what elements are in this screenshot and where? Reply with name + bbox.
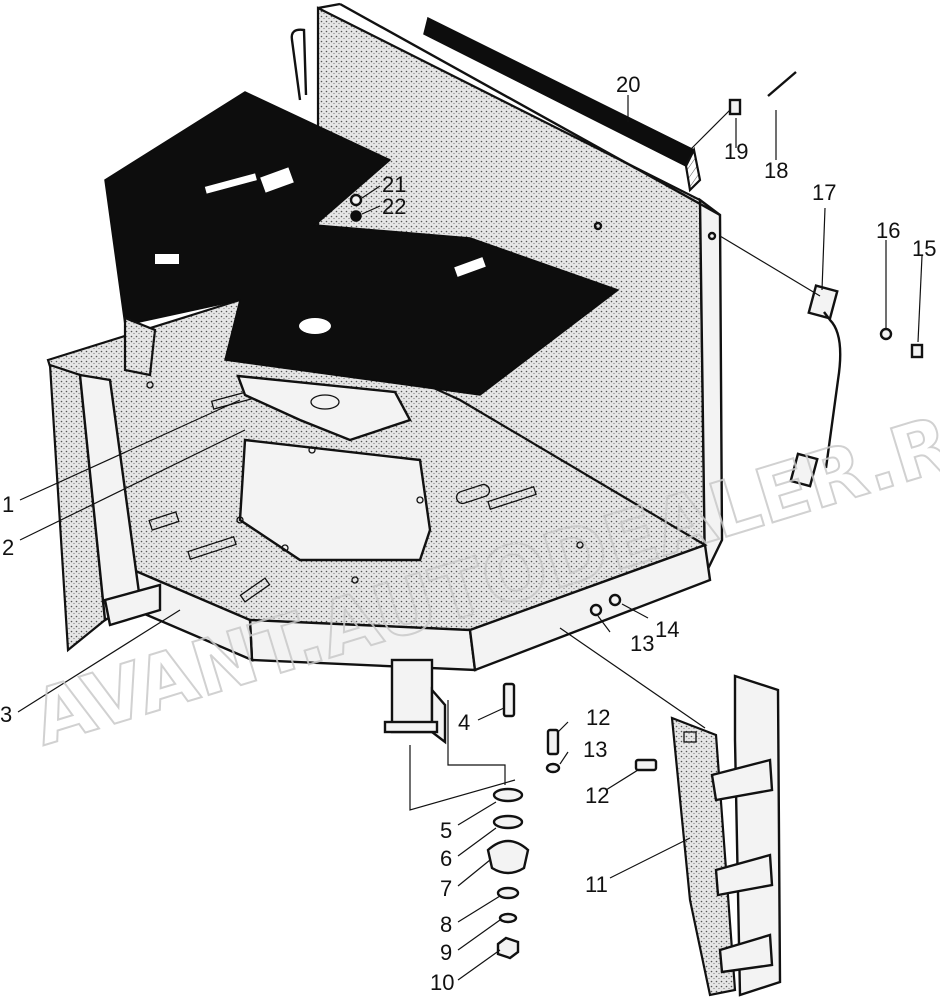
callouts: 1 2 3 4 5 6 7 8 9 10 11 12 12 13 13 14 1… xyxy=(0,72,936,995)
callout-2: 2 xyxy=(2,535,14,560)
floor-platform xyxy=(46,298,712,672)
callout-22: 22 xyxy=(382,194,406,219)
callout-10: 10 xyxy=(430,970,454,995)
leader-lines xyxy=(17,95,923,981)
left-rail xyxy=(290,28,308,101)
callout-4: 4 xyxy=(458,710,470,735)
callout-7: 7 xyxy=(440,876,452,901)
callout-3: 3 xyxy=(0,702,12,727)
left-step-ladder xyxy=(48,316,162,653)
callout-8: 8 xyxy=(440,912,452,937)
callout-20: 20 xyxy=(616,72,640,97)
callout-13-b: 13 xyxy=(630,631,654,656)
callout-14: 14 xyxy=(655,617,679,642)
top-strip xyxy=(423,16,702,193)
callout-15: 15 xyxy=(912,236,936,261)
support-leg xyxy=(383,658,447,745)
callout-5: 5 xyxy=(440,818,452,843)
callout-6: 6 xyxy=(440,846,452,871)
callout-17: 17 xyxy=(812,180,836,205)
callout-11: 11 xyxy=(585,872,608,897)
callout-21: 21 xyxy=(382,172,406,197)
floor-mat xyxy=(104,91,620,442)
right-step-ladder xyxy=(670,674,782,997)
fasteners xyxy=(349,71,924,774)
callout-16: 16 xyxy=(876,218,900,243)
callout-12-a: 12 xyxy=(586,705,610,730)
callout-18: 18 xyxy=(764,158,788,183)
callout-19: 19 xyxy=(724,139,748,164)
callout-1: 1 xyxy=(2,492,14,517)
callout-9: 9 xyxy=(440,940,452,965)
mount-stack xyxy=(486,787,530,960)
callout-13-a: 13 xyxy=(583,737,607,762)
callout-12-b: 12 xyxy=(585,783,609,808)
